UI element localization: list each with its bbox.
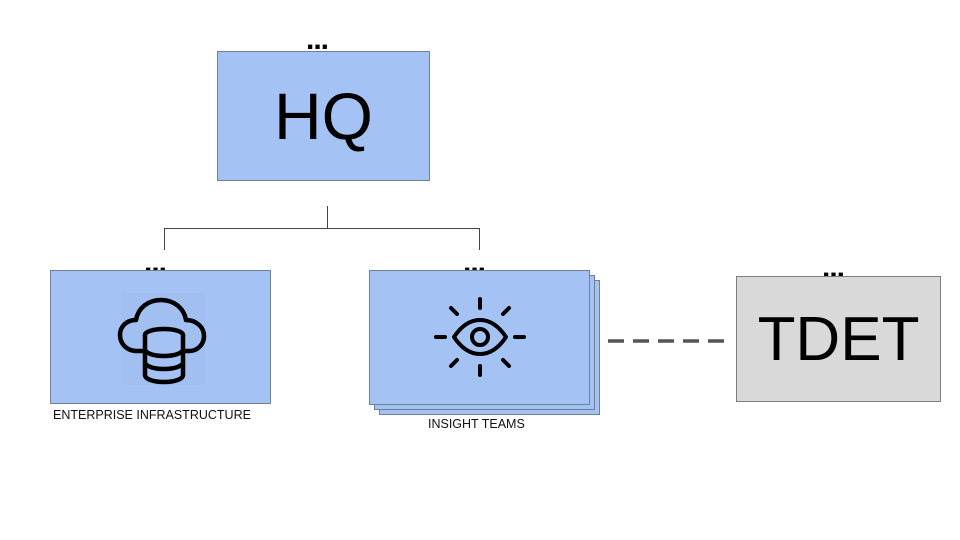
enterprise-caption: ENTERPRISE INFRASTRUCTURE [53,408,251,422]
tdet-node[interactable]: TDET [736,276,941,402]
tdet-menu-dots[interactable]: ... [822,251,845,284]
connector-to-insight [479,228,480,250]
enterprise-infrastructure-node[interactable] [50,270,271,404]
insight-caption: INSIGHT TEAMS [428,417,525,431]
hq-menu-dots[interactable]: ... [306,23,329,56]
tdet-label: TDET [757,304,920,374]
hq-connector-bar [164,228,480,229]
hq-label: HQ [274,79,373,153]
connector-to-enterprise [164,228,165,250]
insight-teams-node[interactable] [369,270,590,405]
dashed-connector [608,339,730,343]
hq-node[interactable]: HQ [217,51,430,181]
cloud-database-icon [117,293,207,385]
eye-icon [434,297,526,377]
hq-connector-stem [327,206,328,228]
